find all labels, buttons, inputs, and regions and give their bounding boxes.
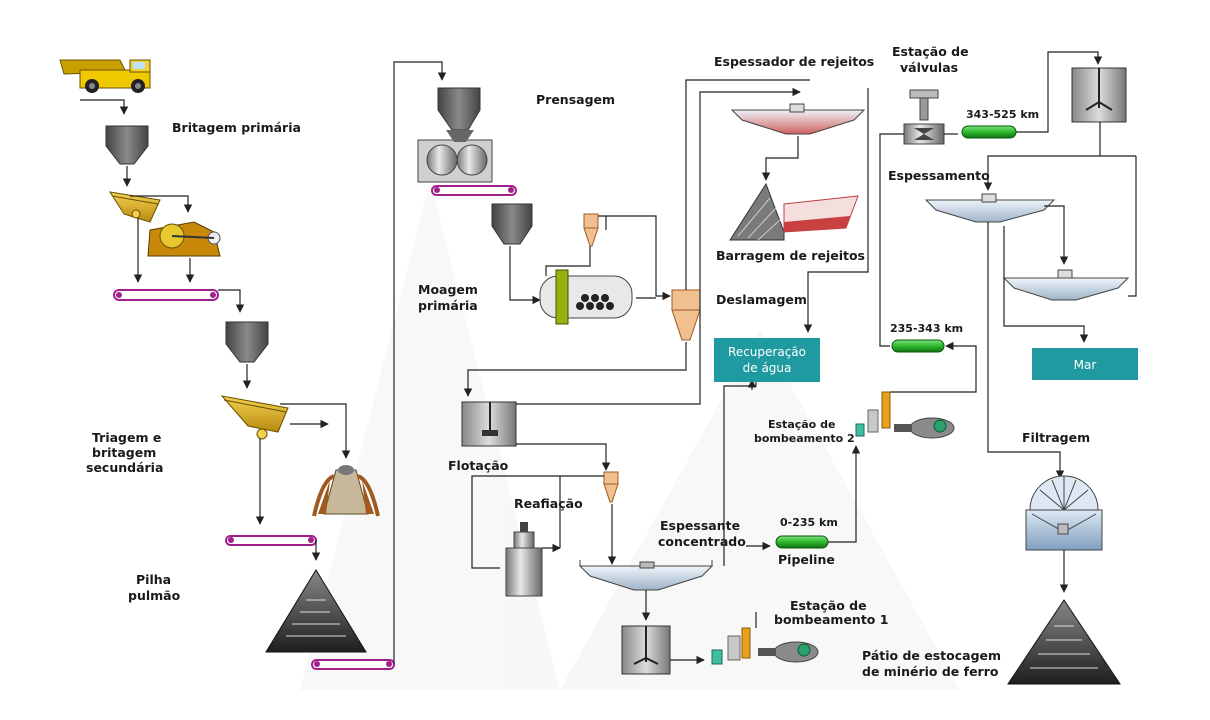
agitated-tank-1: [621, 625, 671, 675]
water-recovery-box: Recuperação de água: [714, 338, 820, 382]
hpgr-press: [417, 130, 493, 183]
label-espessamento: Espessamento: [888, 168, 990, 183]
disc-filter: [1025, 475, 1103, 551]
label-recuperacao-2: de água: [743, 361, 792, 375]
primary-hopper: [105, 125, 149, 165]
regrind-mill: [505, 522, 543, 597]
flow: [761, 136, 799, 181]
label-espessante-2: concentrado: [658, 534, 746, 549]
label-moagem-1: Moagem: [418, 282, 478, 297]
label-km-235-343: 235-343 km: [890, 322, 963, 335]
flow: [879, 133, 904, 347]
cyclone-3: [603, 471, 619, 503]
label-bomb1-2: bombeamento 1: [774, 612, 888, 627]
label-triagem-3: secundária: [86, 460, 163, 475]
label-recuperacao-1: Recuperação: [728, 345, 806, 359]
ball-mill: [539, 269, 633, 325]
secondary-crusher: [147, 221, 221, 257]
flow-thickener-overflow: [803, 88, 869, 333]
thickener-right-2: [1002, 269, 1130, 301]
conveyor-3: [311, 659, 395, 670]
cone-crusher: [312, 465, 380, 517]
label-bomb1-1: Estação de: [790, 598, 867, 613]
label-mar: Mar: [1074, 358, 1097, 372]
label-triagem-2: britagem: [92, 445, 156, 460]
flow-flotation-tails: [516, 87, 801, 405]
pipeline-segment-235-343: [891, 339, 945, 353]
valve-station: [903, 89, 945, 145]
label-filtragem: Filtragem: [1022, 430, 1090, 445]
flow: [545, 246, 591, 276]
conveyor-4: [431, 185, 517, 196]
label-km-343-525: 343-525 km: [966, 108, 1039, 121]
flotation-cell: [461, 401, 517, 447]
tailings-thickener: [730, 103, 866, 135]
thickener-right-1: [924, 193, 1056, 223]
haul-truck-icon: [59, 59, 151, 93]
tailings-dam: [729, 182, 859, 241]
label-bomb2-1: Estação de: [768, 418, 835, 431]
label-reafiacao: Reafiação: [514, 496, 583, 511]
flow: [218, 289, 245, 313]
sea-box: Mar: [1032, 348, 1138, 380]
flow: [598, 215, 671, 301]
label-flotacao: Flotação: [448, 458, 509, 473]
flow-to-prensagem: [393, 61, 447, 664]
flow: [1016, 51, 1103, 133]
flow-cyclone-to-thickener: [685, 79, 810, 290]
label-espessador-rejeitos: Espessador de rejeitos: [714, 54, 874, 69]
pipeline-segment-343-525: [961, 125, 1017, 139]
label-moagem-2: primária: [418, 298, 478, 313]
label-prensagem: Prensagem: [536, 92, 615, 107]
label-km-0-235: 0-235 km: [780, 516, 838, 529]
flow: [1128, 156, 1137, 297]
pumping-station-1: [711, 627, 819, 665]
flow: [509, 246, 541, 305]
stockpile-pulmao: [265, 569, 367, 653]
mill-hopper: [491, 203, 533, 245]
label-deslamagem: Deslamagem: [716, 292, 807, 307]
flow-to-flotation: [463, 342, 687, 397]
label-bomb2-2: bombeamento 2: [754, 432, 855, 445]
label-barragem-rejeitos: Barragem de rejeitos: [716, 248, 865, 263]
flow-to-filter: [987, 222, 1065, 479]
label-estacao-valvulas-1: Estação de: [892, 44, 969, 59]
flow: [1003, 226, 1089, 343]
label-pilha-2: pulmão: [128, 588, 181, 603]
secondary-hopper: [225, 321, 269, 363]
label-patio-1: Pátio de estocagem: [862, 648, 1001, 663]
label-britagem-primaria: Britagem primária: [172, 120, 301, 135]
flow: [1044, 205, 1069, 265]
label-espessante-1: Espessante: [660, 518, 740, 533]
iron-ore-stockyard: [1007, 599, 1121, 685]
pumping-station-2: [855, 391, 955, 439]
flow-truck-to-hopper: [80, 99, 129, 115]
label-estacao-valvulas-2: válvulas: [900, 60, 958, 75]
background-watermark: [300, 180, 960, 690]
label-pilha-1: Pilha: [136, 572, 171, 587]
label-triagem-1: Triagem e: [92, 430, 161, 445]
conveyor-1: [113, 289, 219, 301]
cyclone-1: [583, 213, 599, 247]
cyclone-2: [671, 289, 701, 341]
press-hopper: [437, 87, 481, 131]
flow: [516, 443, 611, 471]
flow: [983, 122, 1101, 191]
label-pipeline: Pipeline: [778, 552, 835, 567]
vibrating-screen-1: [108, 191, 161, 223]
label-patio-2: de minério de ferro: [862, 664, 999, 679]
flow: [828, 445, 861, 543]
conveyor-2: [225, 535, 317, 546]
vibrating-screen-2: [220, 395, 289, 440]
agitated-tank-2: [1071, 67, 1127, 123]
flow: [280, 403, 351, 459]
concentrate-thickener: [578, 560, 714, 591]
flow: [471, 475, 604, 569]
flow: [130, 195, 193, 213]
flow: [890, 341, 977, 393]
pipeline-segment-0-235: [775, 535, 829, 549]
